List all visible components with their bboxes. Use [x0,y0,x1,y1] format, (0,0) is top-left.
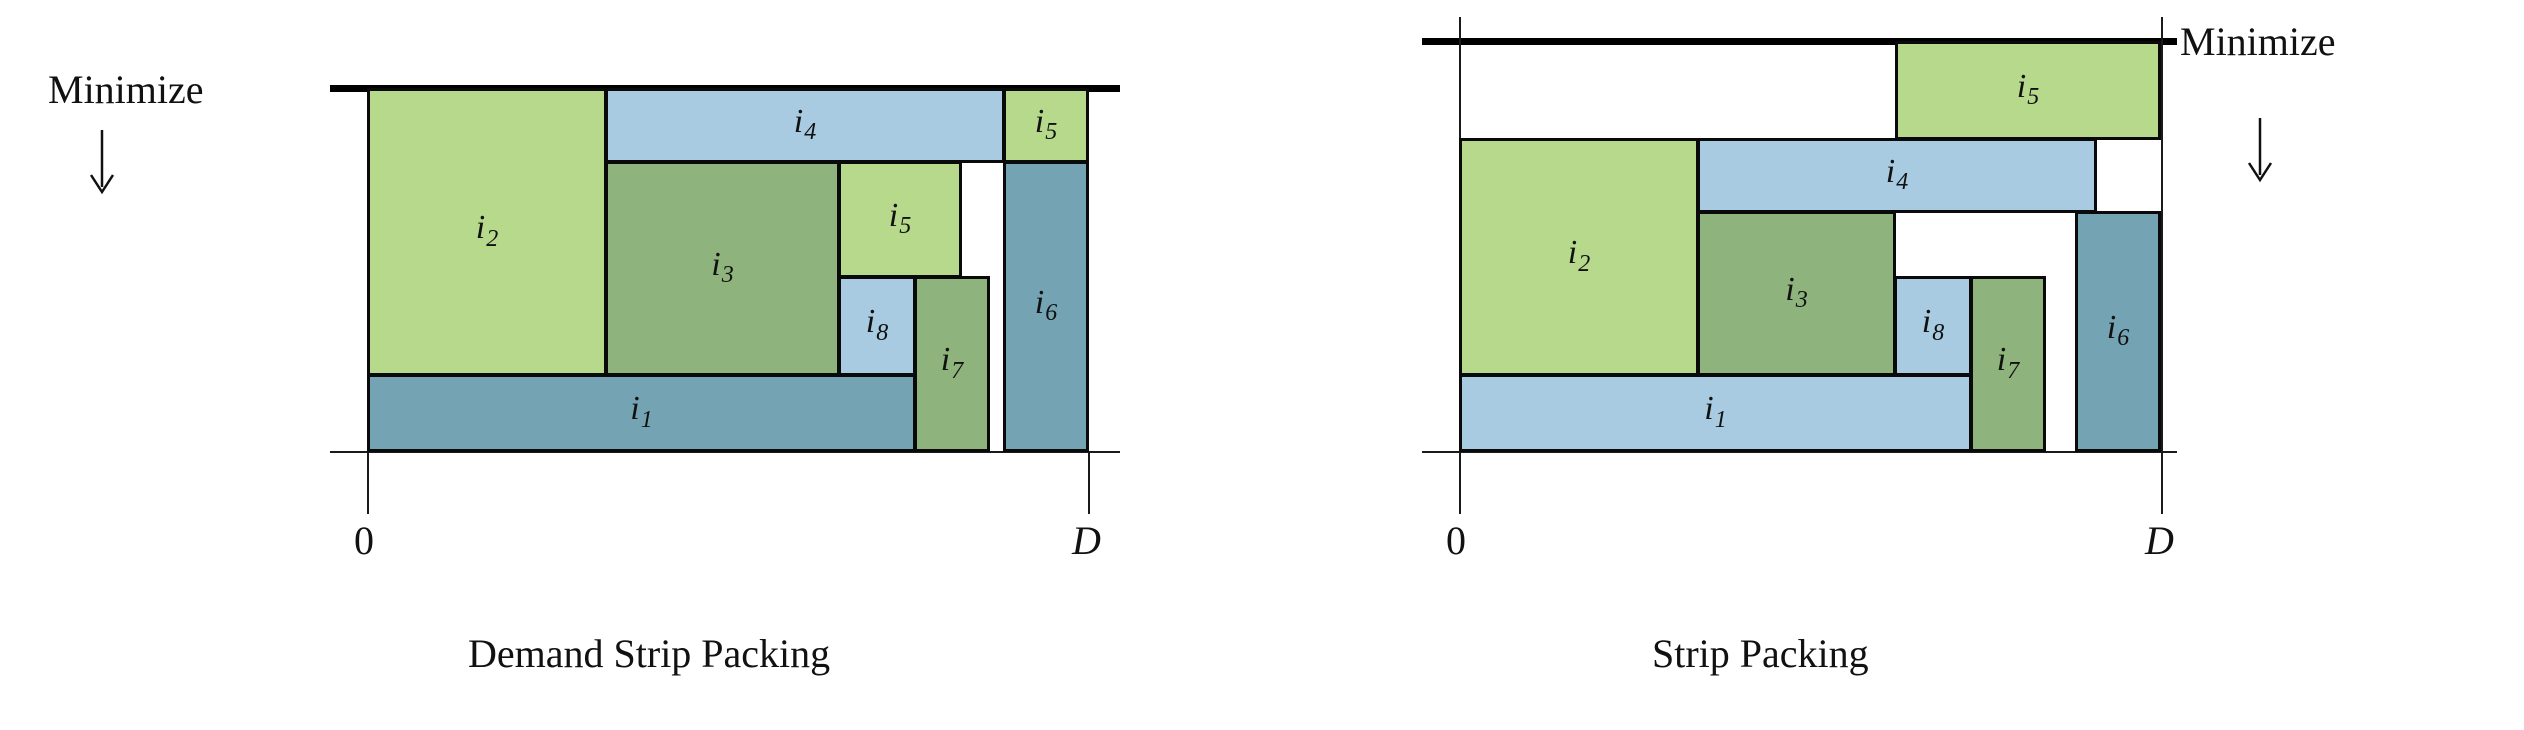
left-tick-d [1088,451,1090,514]
right-rect-i8: i8 [1894,276,1972,376]
right-tick-d [2161,17,2163,514]
right-rect-i4: i4 [1697,138,2097,213]
right-rect-i2-label: i2 [1567,234,1591,277]
left-rect-i3-label: i3 [711,245,734,289]
left-rect-i6-label: i6 [1034,283,1058,327]
left-rect-i5-mid-label: i5 [888,196,912,240]
right-axis-label-d: D [2145,518,2174,563]
left-rect-i4-label: i4 [793,102,817,146]
left-rect-i7-label: i7 [940,341,964,384]
right-minimize-bar [1422,38,2177,45]
left-rect-i8: i8 [838,276,916,376]
left-rect-i2-label: i2 [475,209,499,252]
left-down-arrow-icon [89,130,115,195]
right-rect-i3: i3 [1697,211,1896,376]
left-rect-i7: i7 [914,276,990,452]
right-rect-i1-label: i1 [1704,390,1727,433]
left-panel-caption: Demand Strip Packing [468,631,831,676]
left-rect-i1: i1 [367,374,916,452]
right-down-arrow-icon [2247,118,2273,183]
left-axis-label-d: D [1072,518,1101,563]
left-baseline-axis [330,451,1120,453]
left-rect-i4: i4 [605,88,1005,163]
right-rect-i4-label: i4 [1885,152,1909,196]
right-rect-i5: i5 [1895,41,2161,140]
left-rect-i1-label: i1 [630,390,653,433]
right-rect-i6-label: i6 [2106,308,2130,352]
right-rect-i7-label: i7 [1996,341,2020,384]
left-minimize-label: Minimize [48,67,204,112]
left-rect-i8-label: i8 [865,303,889,346]
right-rect-i3-label: i3 [1785,270,1808,314]
left-rect-i6: i6 [1003,161,1089,452]
right-rect-i1: i1 [1459,374,1972,452]
left-axis-label-zero: 0 [354,518,374,563]
left-tick-zero [367,451,369,514]
left-rect-i3: i3 [605,161,840,376]
right-rect-i6: i6 [2075,211,2161,452]
right-rect-i8-label: i8 [1921,303,1945,346]
left-rect-i5-top: i5 [1003,88,1089,163]
right-axis-label-zero: 0 [1446,518,1466,563]
left-rect-i2: i2 [367,88,607,376]
left-rect-i5-top-label: i5 [1034,102,1058,146]
right-panel-caption: Strip Packing [1652,631,1869,676]
right-baseline-axis [1422,451,2177,453]
right-rect-i5-label: i5 [2016,67,2040,111]
panel-strip-packing: Minimize 0 D i5 i2 i4 i3 [1262,0,2524,730]
right-rect-i2: i2 [1459,138,1699,376]
panel-demand-strip-packing: Minimize 0 D i2 i4 i5 i3 [48,67,1120,676]
right-minimize-label: Minimize [2180,19,2336,64]
right-rect-i7: i7 [1970,276,2046,452]
left-rect-i5-mid: i5 [838,161,962,278]
